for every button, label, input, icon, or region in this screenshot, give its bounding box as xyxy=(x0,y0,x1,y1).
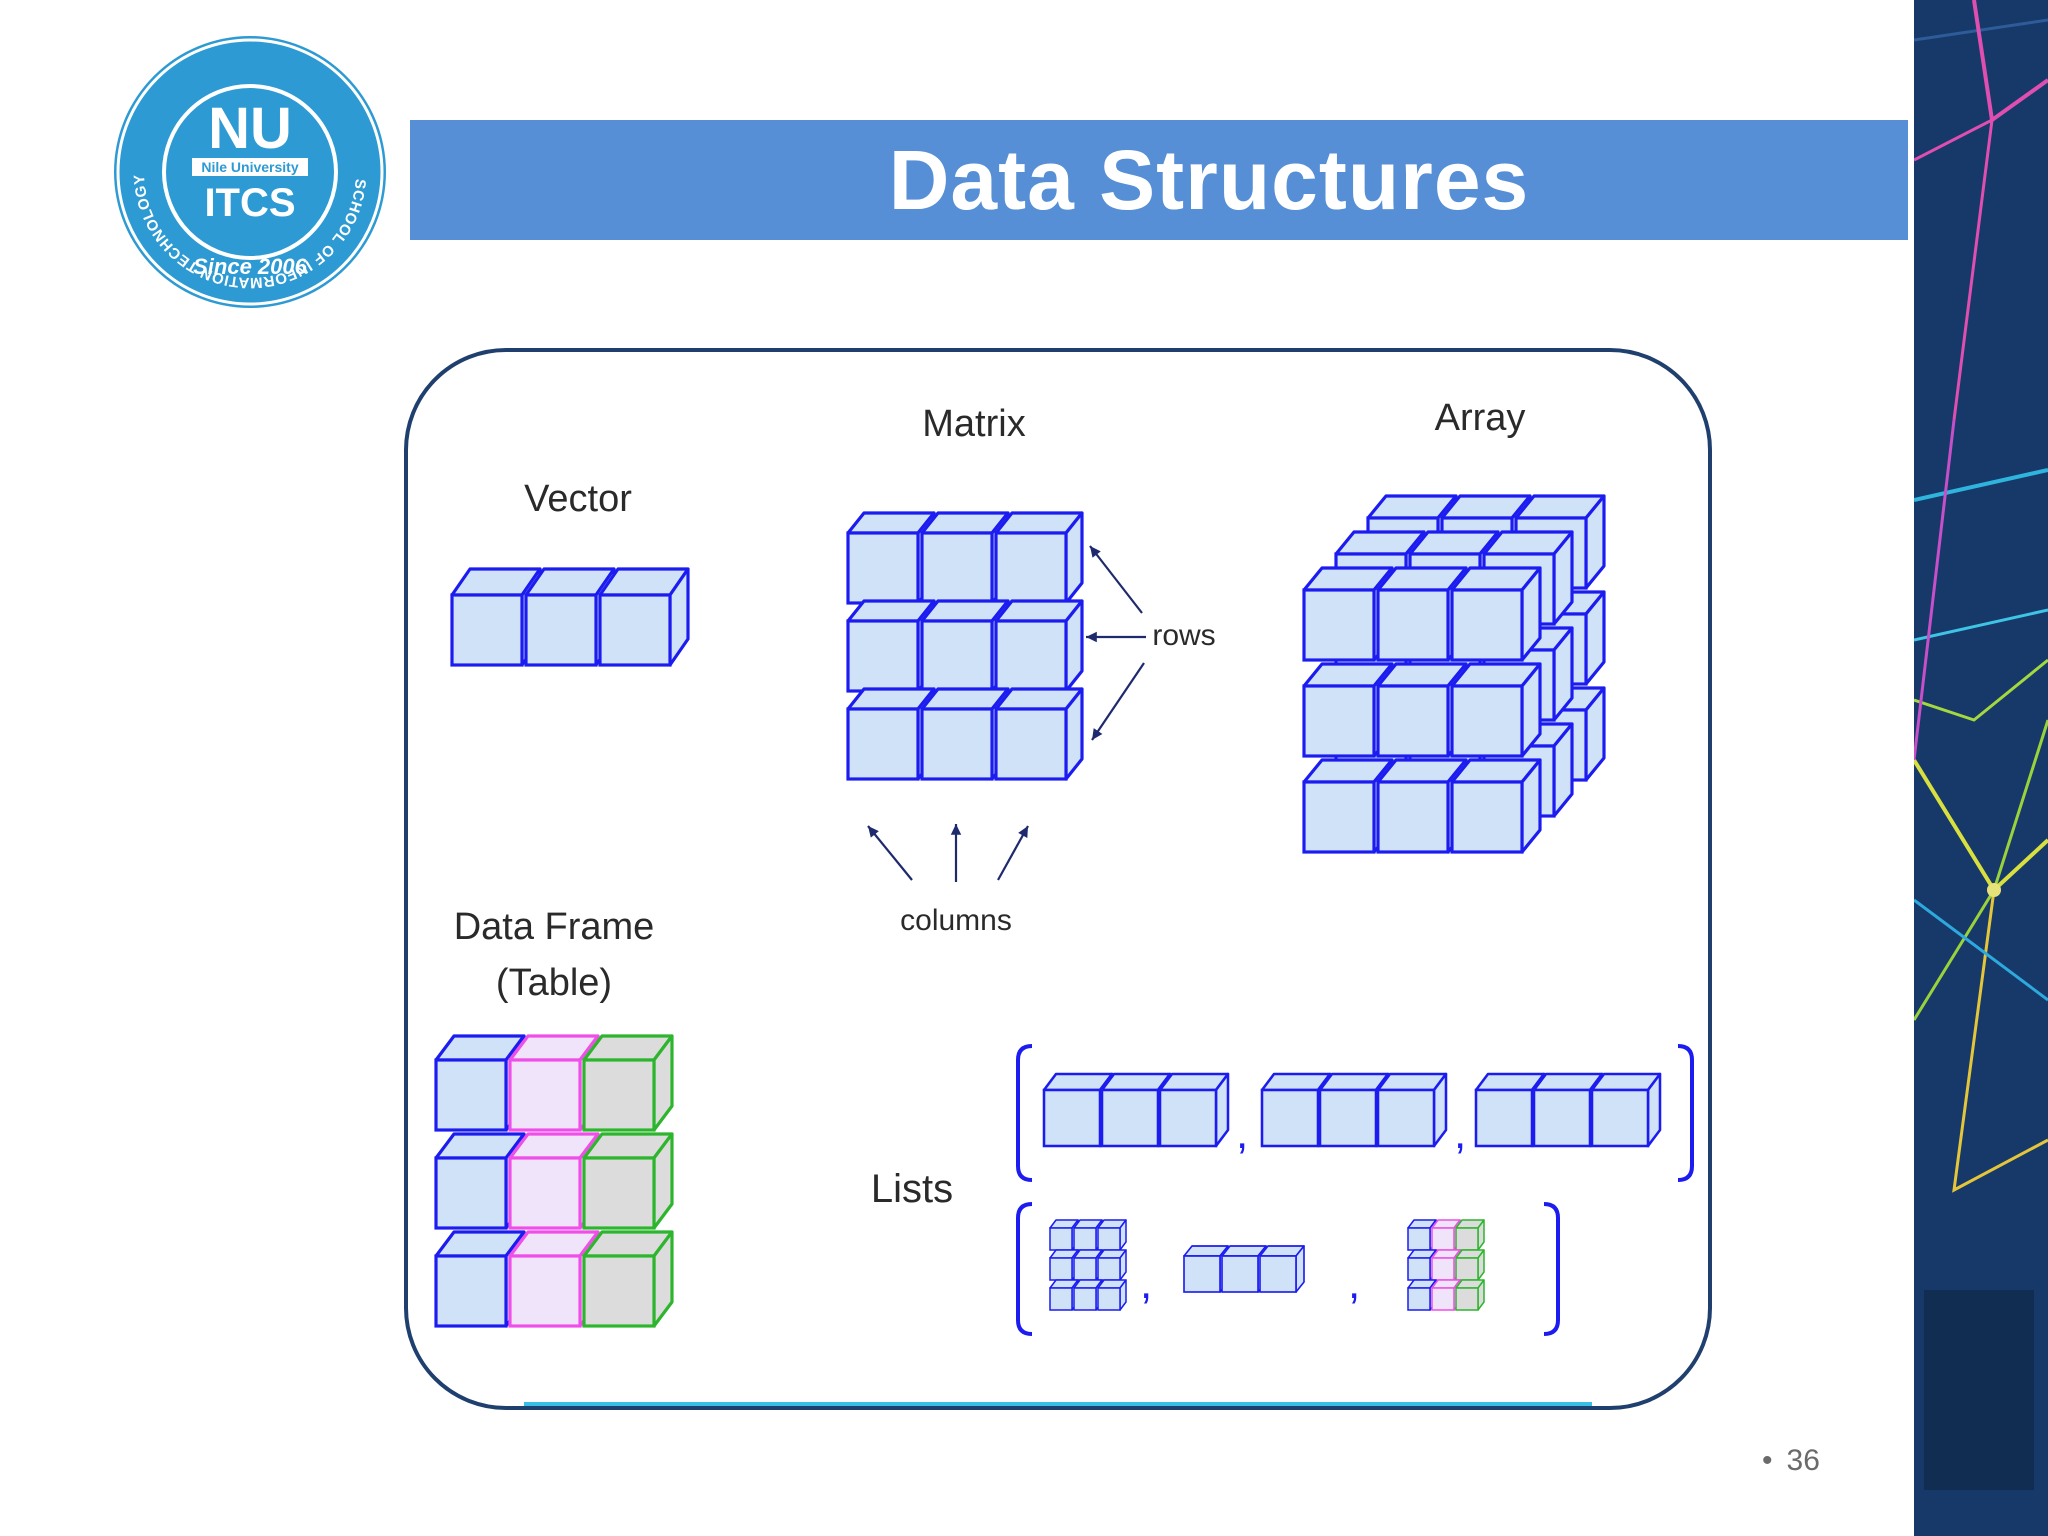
arrow xyxy=(950,824,962,882)
list-matrix-cube xyxy=(1097,1219,1127,1251)
array-diagram xyxy=(1302,494,1606,854)
lists-diagram xyxy=(1042,1072,1662,1311)
logo-mark: NU xyxy=(208,96,292,161)
list-data-frame-cube xyxy=(1455,1279,1485,1311)
list-vector-cube xyxy=(1590,1072,1662,1148)
array-cube xyxy=(1302,758,1394,854)
arrow xyxy=(1091,662,1145,741)
matrix-diagram xyxy=(846,511,1084,781)
list-vector-cube xyxy=(1158,1072,1230,1148)
array-cube xyxy=(1450,758,1542,854)
list-vector-cube xyxy=(1376,1072,1448,1148)
matrix-label: Matrix xyxy=(922,403,1025,445)
arrow xyxy=(1089,545,1143,614)
array-cube xyxy=(1450,662,1542,758)
matrix-cube xyxy=(994,511,1084,605)
data-structures-figure: Vector Matrix Array rows columns Data Fr… xyxy=(404,348,1712,1410)
logo-name: ITCS xyxy=(204,181,295,225)
vector-cube xyxy=(598,567,690,667)
list-vector-cube xyxy=(1259,1245,1305,1293)
columns-label: columns xyxy=(900,904,1012,937)
data-frame-label: Data Frame xyxy=(454,906,655,948)
data-frame-diagram xyxy=(434,1034,674,1328)
list-matrix-cube xyxy=(1097,1249,1127,1281)
logo-university: Nile University xyxy=(201,159,298,175)
list-brackets xyxy=(1016,1044,1694,1336)
list-vector-cube xyxy=(1260,1072,1332,1148)
vector-diagram xyxy=(450,567,690,667)
logo-since: Since 2006 xyxy=(193,254,308,279)
list-separator: , xyxy=(1348,1259,1360,1308)
bullet: • xyxy=(1762,1444,1773,1477)
list-separator: , xyxy=(1454,1109,1466,1158)
vector-label: Vector xyxy=(524,478,632,520)
data-frame-cube xyxy=(434,1132,526,1230)
matrix-cube xyxy=(994,599,1084,693)
list-separator: , xyxy=(1140,1259,1152,1308)
vector-cube xyxy=(524,567,616,667)
list-matrix-cube xyxy=(1097,1279,1127,1311)
page-number: 36 xyxy=(1786,1444,1820,1477)
list-separator: , xyxy=(1236,1109,1248,1158)
data-frame-cube xyxy=(582,1230,674,1328)
data-frame-cube xyxy=(582,1132,674,1230)
itcs-logo: SCHOOL OF INFORMATION TECHNOLOGY & COMPU… xyxy=(108,30,390,312)
data-frame-sublabel: (Table) xyxy=(496,962,612,1004)
arrow xyxy=(997,825,1029,881)
list-data-frame-cube xyxy=(1455,1249,1485,1281)
slide-number: • 36 xyxy=(1762,1444,1862,1484)
rows-label: rows xyxy=(1152,619,1215,652)
array-cube xyxy=(1450,566,1542,662)
title-bar: Data Structures xyxy=(410,120,1908,240)
list-data-frame-cube xyxy=(1455,1219,1485,1251)
arrow xyxy=(1086,631,1146,643)
data-frame-cube xyxy=(582,1034,674,1132)
arrow xyxy=(867,825,913,881)
matrix-cube xyxy=(994,687,1084,781)
lists-label: Lists xyxy=(871,1167,953,1211)
slide-title: Data Structures xyxy=(888,132,1530,227)
array-label: Array xyxy=(1435,397,1526,439)
arrows xyxy=(867,545,1146,882)
decorative-network-panel xyxy=(1914,0,2048,1536)
